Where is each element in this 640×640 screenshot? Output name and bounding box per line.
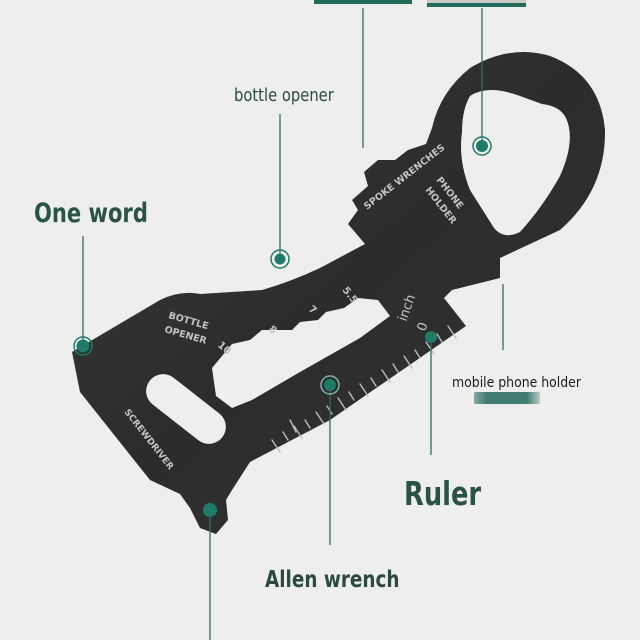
hex-wrench-cutout (212, 298, 390, 408)
callout-ruler: Ruler (404, 474, 482, 513)
top-bar-right (427, 3, 526, 7)
ruler-marker-icon (425, 331, 437, 343)
callout-mobile-phone-holder: mobile phone holder (452, 375, 581, 391)
phone-holder-hole (461, 90, 570, 236)
phone-holder-marker-icon (472, 136, 492, 156)
ruler-ticks (271, 325, 457, 453)
callout-bottle-opener: bottle opener (234, 85, 334, 106)
marker-dots (73, 136, 492, 517)
top-bar-left (314, 0, 412, 4)
callout-one-word: One word (34, 198, 148, 229)
bottle-opener-marker-icon (270, 249, 290, 269)
allen-wrench-marker-icon (320, 375, 340, 395)
bottle-opener-notch (266, 222, 305, 273)
screwdriver-tip-marker-icon (203, 503, 217, 517)
callout-allen-wrench: Allen wrench (265, 567, 400, 593)
one-word-marker-icon (73, 336, 93, 356)
top-bar-right-edge (427, 0, 526, 3)
mobile-holder-highlight-bar (474, 392, 540, 404)
screwdriver-slot (146, 374, 226, 444)
